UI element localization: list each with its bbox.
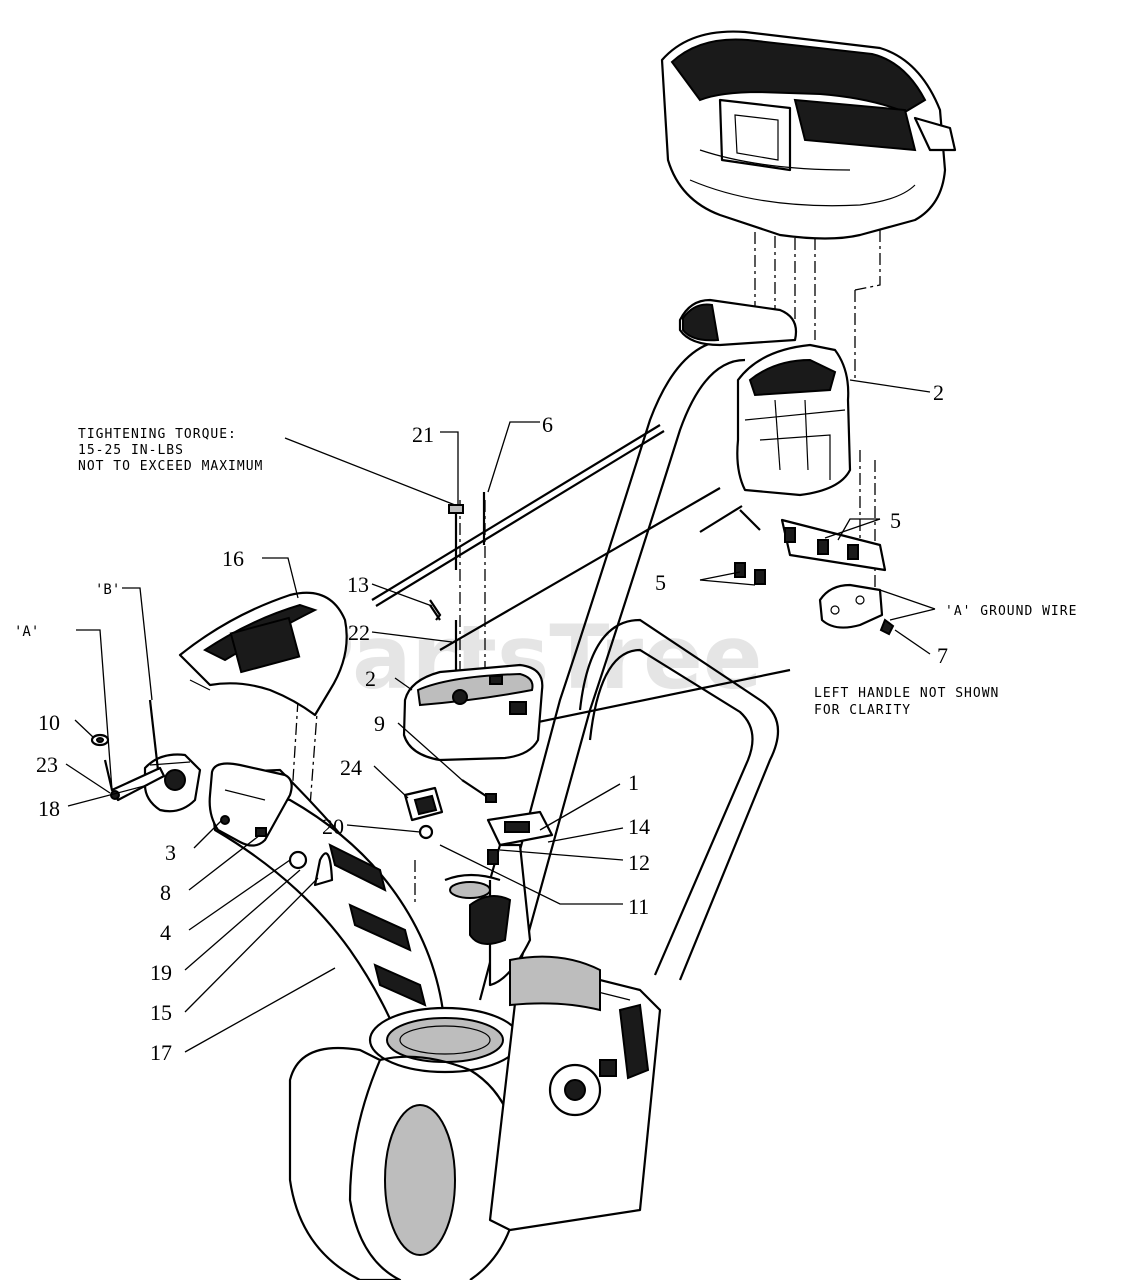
callout-16: 16 — [222, 546, 244, 571]
mount-bracket-right — [780, 518, 895, 636]
ref-b-label: 'B' — [95, 582, 120, 598]
chute-control-housing — [736, 343, 852, 497]
control-rods — [371, 424, 791, 737]
handle-frame — [478, 338, 780, 1001]
callout-20: 20 — [322, 814, 344, 839]
handle-note-line1: LEFT HANDLE NOT SHOWN — [814, 686, 999, 701]
shift-arm-23 — [103, 699, 166, 802]
callout-19: 19 — [150, 960, 172, 985]
callout-22: 22 — [348, 620, 370, 645]
callout-7: 7 — [937, 643, 948, 668]
callout-13: 13 — [347, 572, 369, 597]
callout-9: 9 — [374, 711, 385, 736]
callout-2-lower: 2 — [365, 666, 376, 691]
callout-10: 10 — [38, 710, 60, 735]
auger-housing — [288, 873, 662, 1282]
callout-2-upper: 2 — [933, 380, 944, 405]
callout-1: 1 — [628, 770, 639, 795]
callout-17: 17 — [150, 1040, 172, 1065]
fasteners-5 — [734, 509, 859, 585]
callout-4: 4 — [160, 920, 171, 945]
torque-note-line3: NOT TO EXCEED MAXIMUM — [78, 459, 263, 474]
ref-a-label: 'A' — [14, 624, 39, 640]
chute-bolts — [429, 492, 486, 670]
callout-6: 6 — [542, 412, 553, 437]
callout-11: 11 — [628, 894, 649, 919]
chute-base-ring — [368, 1006, 522, 1074]
dash-panel — [660, 30, 957, 240]
callout-21: 21 — [412, 422, 434, 447]
nut-10 — [90, 733, 110, 747]
callout-numbers: 1 2 2 3 4 5 5 6 7 8 9 10 11 12 13 14 15 … — [36, 380, 948, 1065]
chute-deflector — [178, 591, 348, 717]
block-24 — [403, 786, 444, 822]
hook-13 — [429, 599, 442, 621]
callout-14: 14 — [628, 814, 650, 839]
callout-15: 15 — [150, 1000, 172, 1025]
notes: TIGHTENING TORQUE: 15-25 IN-LBS NOT TO E… — [14, 427, 1077, 718]
callout-3: 3 — [165, 840, 176, 865]
callout-5-right: 5 — [890, 508, 901, 533]
callout-18: 18 — [38, 796, 60, 821]
callout-8: 8 — [160, 880, 171, 905]
torque-note-line2: 15-25 IN-LBS — [78, 443, 184, 458]
pin-9 — [461, 779, 497, 803]
callout-24: 24 — [340, 755, 362, 780]
torque-note-line1: TIGHTENING TORQUE: — [78, 427, 237, 442]
callout-23: 23 — [36, 752, 58, 777]
chute-flange-3 — [208, 762, 293, 847]
callout-12: 12 — [628, 850, 650, 875]
washer-20 — [418, 824, 434, 840]
chute-rotation-motor-18 — [143, 753, 202, 813]
handle-note-line2: FOR CLARITY — [814, 703, 911, 718]
control-handle — [678, 298, 798, 347]
ground-wire-note: 'A' GROUND WIRE — [945, 604, 1077, 619]
leader-lines — [65, 379, 936, 1053]
chute-gear-cover — [402, 663, 544, 762]
callout-5-left: 5 — [655, 570, 666, 595]
